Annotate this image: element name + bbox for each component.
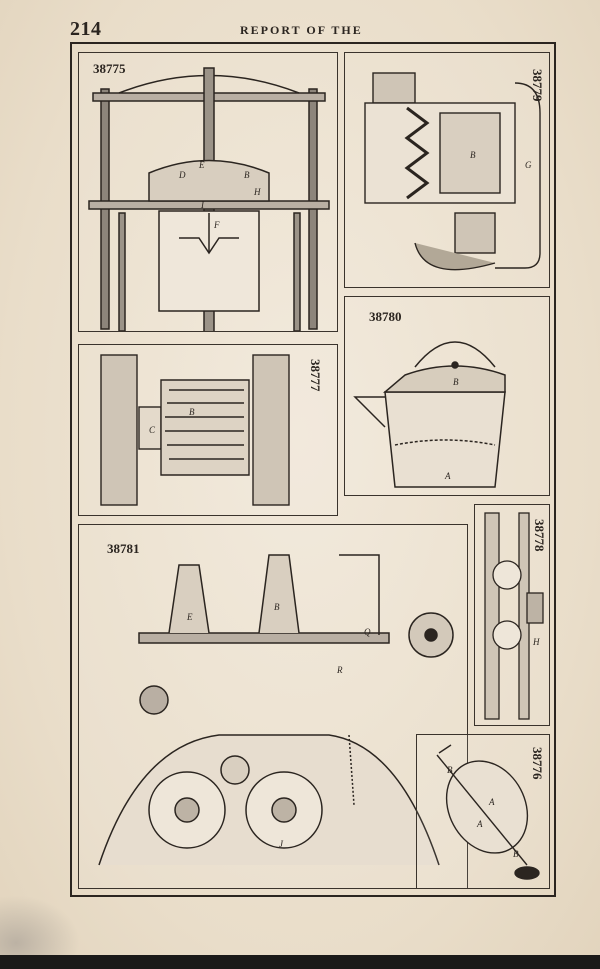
svg-text:B: B bbox=[189, 407, 195, 417]
press-machine-drawing: E D BH IF bbox=[88, 67, 330, 331]
svg-text:J: J bbox=[279, 839, 284, 849]
svg-text:R: R bbox=[336, 665, 343, 675]
figure-38778-panel: 38778 H bbox=[474, 504, 550, 726]
svg-text:F: F bbox=[213, 220, 220, 230]
svg-text:A: A bbox=[488, 797, 495, 807]
svg-text:B: B bbox=[513, 849, 519, 859]
svg-text:E: E bbox=[186, 612, 193, 622]
page-smudge bbox=[0, 895, 80, 955]
svg-text:I: I bbox=[200, 200, 205, 210]
figure-38775-number: 38775 bbox=[93, 61, 126, 76]
heater-drawing: BG bbox=[364, 72, 541, 271]
svg-text:B: B bbox=[453, 377, 459, 387]
svg-text:H: H bbox=[532, 637, 540, 647]
svg-text:A: A bbox=[476, 819, 483, 829]
svg-text:E: E bbox=[198, 160, 205, 170]
svg-text:Q: Q bbox=[364, 627, 371, 637]
rack-roller-drawing: H bbox=[484, 512, 544, 720]
svg-text:C: C bbox=[149, 425, 156, 435]
svg-text:D: D bbox=[178, 170, 186, 180]
svg-text:H: H bbox=[253, 187, 261, 197]
svg-text:B: B bbox=[244, 170, 250, 180]
figure-38781-number: 38781 bbox=[107, 541, 140, 556]
loom-machine-drawing: E B R J Q bbox=[98, 554, 454, 866]
svg-text:B: B bbox=[447, 765, 453, 775]
kettle-drawing: BA bbox=[353, 341, 506, 488]
figure-38781-panel: 38781 E B R J Q bbox=[78, 524, 468, 889]
svg-text:A: A bbox=[444, 471, 451, 481]
svg-text:B: B bbox=[470, 150, 476, 160]
gear-section-drawing: BC bbox=[100, 354, 290, 506]
figure-38780-number: 38780 bbox=[369, 309, 402, 324]
running-head: REPORT OF THE bbox=[240, 23, 363, 37]
page-number: 214 bbox=[70, 18, 102, 40]
svg-text:B: B bbox=[274, 602, 280, 612]
svg-text:G: G bbox=[525, 160, 532, 170]
scan-edge bbox=[0, 955, 600, 969]
bulb-instrument-drawing: A A B B bbox=[436, 744, 540, 880]
